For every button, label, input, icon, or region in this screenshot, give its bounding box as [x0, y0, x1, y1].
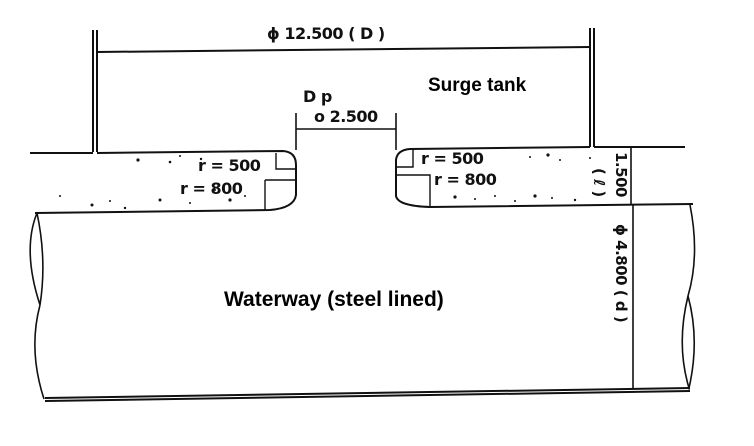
- left-radius-800-label: r = 800: [180, 179, 243, 198]
- throat-length-label: 1.500: [612, 152, 630, 197]
- waterway-diameter-label: ϕ 4.800 ( d ): [612, 224, 630, 323]
- tank-right-wall: [589, 28, 595, 147]
- port-label: D p: [303, 87, 332, 106]
- right-break-symbol: [681, 204, 696, 392]
- right-throat-block: [395, 146, 694, 209]
- right-radius-500-label: r = 500: [421, 149, 484, 168]
- right-radius-markers: [396, 149, 431, 207]
- port-diameter-label: o 2.500: [314, 107, 378, 126]
- left-radius-markers: [264, 153, 296, 210]
- left-break-symbol: [29, 212, 45, 400]
- throat-length-symbol-label: ( ℓ ): [590, 168, 608, 197]
- tank-diameter-label: ϕ 12.500 ( D ): [267, 24, 385, 43]
- left-radius-500-label: r = 500: [198, 156, 261, 175]
- surge-tank-label: Surge tank: [428, 75, 527, 96]
- port-dimension-line: [295, 113, 397, 150]
- right-radius-800-label: r = 800: [434, 170, 497, 189]
- waterway-label: Waterway (steel lined): [224, 288, 444, 311]
- tank-diameter-dimension-line: [96, 46, 591, 53]
- concrete-stipple: [59, 153, 591, 210]
- tank-left-wall: [92, 30, 98, 152]
- waterway-bottom-line: [44, 387, 691, 402]
